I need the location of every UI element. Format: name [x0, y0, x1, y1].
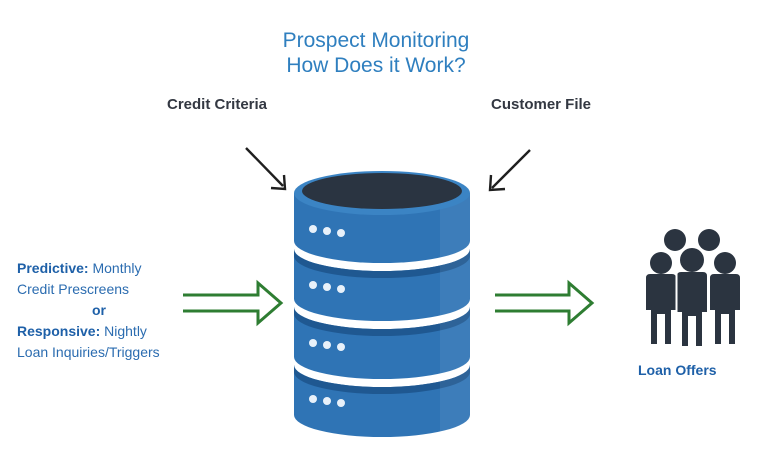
loan-offers-label: Loan Offers — [638, 362, 717, 378]
responsive-text: Nightly — [100, 323, 147, 339]
responsive-line: Responsive: Nightly — [17, 321, 207, 342]
title-line-2: How Does it Work? — [286, 54, 466, 77]
predictive-line-2: Credit Prescreens — [17, 281, 130, 297]
people-group-icon — [646, 229, 740, 348]
credit-criteria-label: Credit Criteria — [167, 96, 268, 113]
responsive-label: Responsive: — [17, 323, 101, 339]
customer-file-label: Customer File — [491, 96, 592, 113]
title-line-1: Prospect Monitoring — [282, 29, 470, 52]
predictive-text: Monthly — [88, 260, 142, 276]
customer-file-arrow-icon — [488, 149, 531, 192]
predictive-line: Predictive: Monthly — [17, 258, 207, 279]
input-arrow-icon — [183, 279, 284, 327]
or-label: or — [92, 302, 106, 318]
responsive-line-2: Loan Inquiries/Triggers — [17, 344, 160, 360]
database-icon — [294, 171, 471, 437]
predictive-label: Predictive: — [17, 260, 89, 276]
diagram-title: Prospect Monitoring How Does it Work? — [0, 28, 752, 78]
source-description: Predictive: Monthly Credit Prescreens or… — [17, 258, 207, 363]
credit-criteria-arrow-icon — [245, 147, 287, 191]
output-arrow-icon — [495, 279, 595, 327]
